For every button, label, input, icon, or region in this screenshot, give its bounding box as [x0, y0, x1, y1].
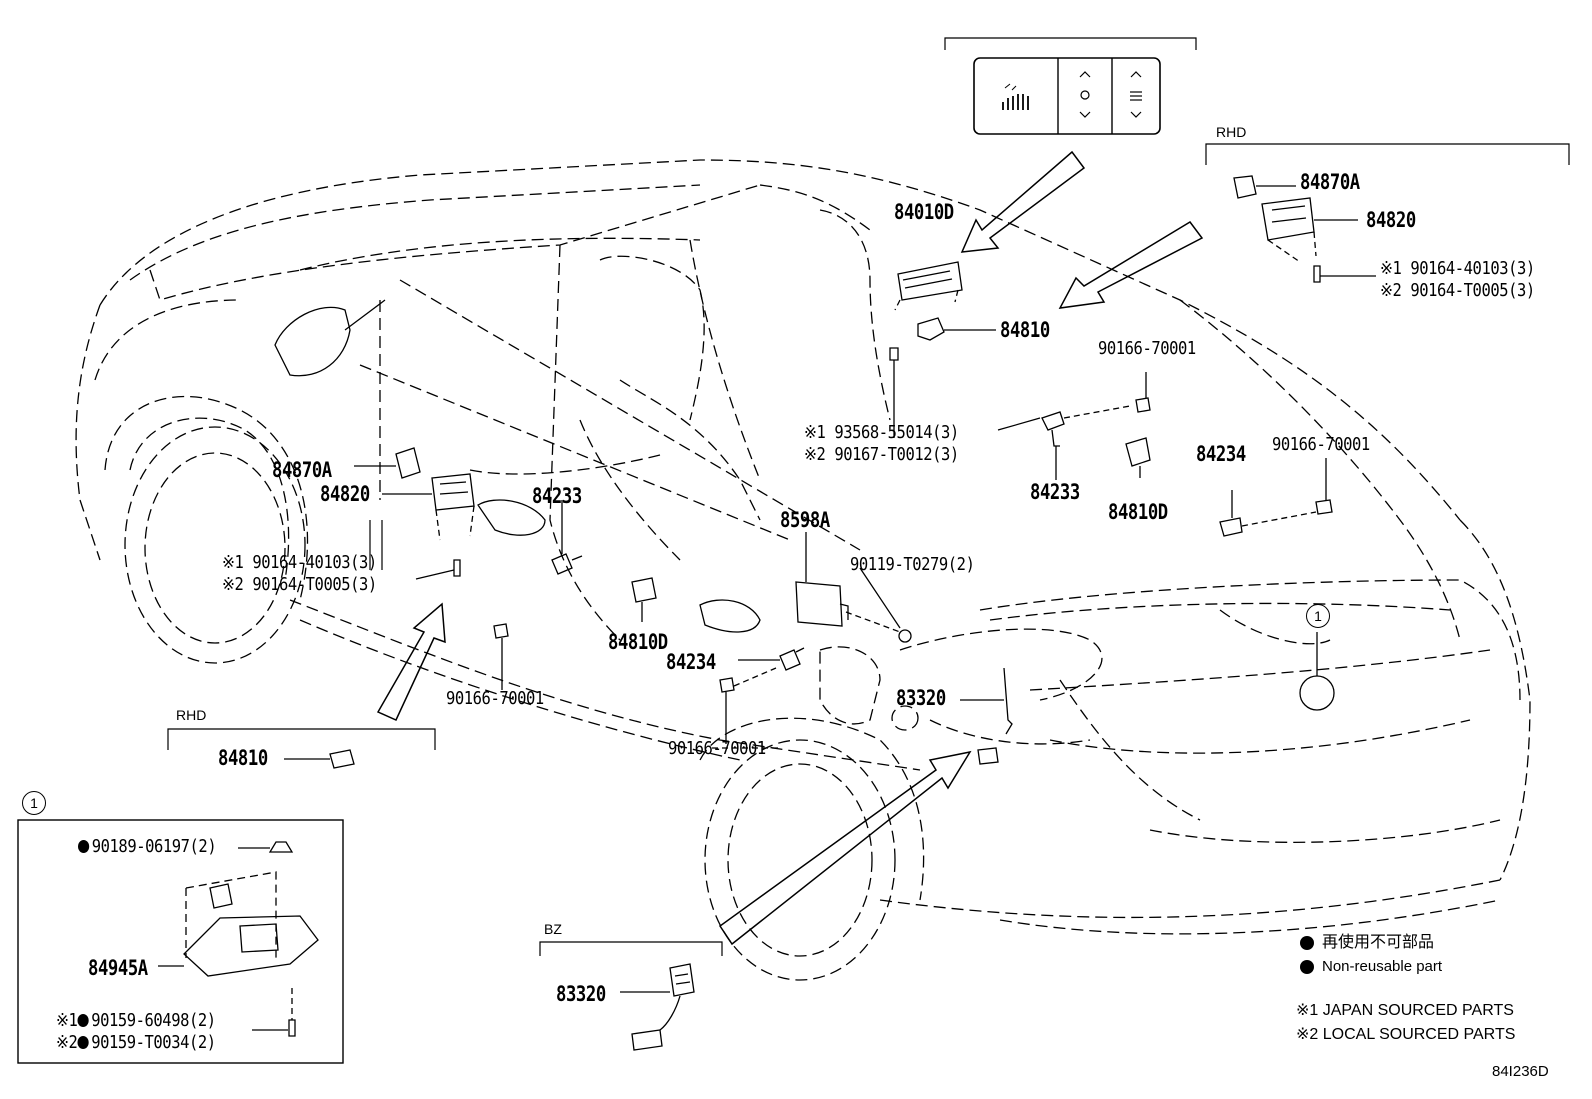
label-84945A: 84945A	[88, 956, 148, 980]
switch-panel-bracket	[944, 37, 1197, 50]
diagram-code: 84I236D	[1492, 1063, 1549, 1080]
non-reusable-dot	[77, 1014, 89, 1027]
rear-defrost-icon	[1130, 71, 1142, 118]
label-84810D-left: 84810D	[608, 630, 668, 654]
label-90159-2-prefix: ※2	[56, 1032, 78, 1053]
part-84233-right	[1041, 405, 1131, 480]
non-reusable-dot	[77, 1036, 89, 1049]
inset-box	[17, 819, 344, 1064]
label-84234-right: 84234	[1196, 442, 1246, 466]
label-93568-1: ※1 93568-55014(3)	[804, 422, 959, 443]
part-84010D	[894, 261, 963, 311]
screw-90166-a	[1135, 372, 1151, 413]
label-90159-1-text: 90159-60498(2)	[91, 1010, 216, 1031]
legend-note-2: ※2 LOCAL SOURCED PARTS	[1296, 1026, 1516, 1043]
label-84233-left: 84233	[532, 484, 582, 508]
label-ref-rhd-1: ※1 90164-40103(3)	[1380, 258, 1535, 279]
label-90159-1-prefix: ※1	[56, 1010, 78, 1031]
car-outline	[75, 159, 1531, 981]
screw-90166-d	[719, 667, 777, 744]
label-84870A-left: 84870A	[272, 458, 332, 482]
rhd-bracket-bottom	[167, 728, 436, 750]
legend-note-1: ※1 JAPAN SOURCED PARTS	[1296, 1002, 1514, 1019]
arrow-to-84010D	[960, 150, 1086, 253]
part-83320-bz	[620, 963, 695, 1051]
arrow-to-front-door	[376, 602, 446, 721]
trunk-opener-marker	[1299, 632, 1335, 711]
screw-90164-left	[453, 559, 461, 577]
label-84810-bottom: 84810	[218, 746, 268, 770]
label-90119: 90119-T0279(2)	[850, 554, 975, 575]
part-8598A	[795, 532, 901, 633]
legend-jp: 再使用不可部品	[1322, 934, 1435, 951]
part-84820-rhd	[1261, 197, 1358, 263]
part-84233-left	[551, 500, 583, 575]
label-84810-top: 84810	[1000, 318, 1050, 342]
switch-panel	[973, 57, 1161, 135]
screw-90164-rhd	[1313, 265, 1376, 283]
part-84810D-left	[631, 577, 657, 622]
screw-93568	[889, 347, 899, 438]
legend-en: Non-reusable part	[1322, 958, 1443, 975]
label-90166-a: 90166-70001	[1098, 338, 1196, 359]
label-84820-left: 84820	[320, 482, 370, 506]
label-ref-left-2: ※2 90164-T0005(3)	[222, 574, 377, 595]
label-90189-text: 90189-06197(2)	[91, 836, 217, 857]
label-90166-c: 90166-70001	[446, 688, 544, 709]
label-90189: 90189-06197(2)	[78, 836, 217, 857]
part-83320-main	[960, 667, 1013, 765]
part-84810-top	[917, 317, 945, 341]
label-90159-2: ※2 90159-T0034(2)	[56, 1034, 216, 1052]
rhd-bracket-top	[1205, 143, 1570, 165]
label-84234-left: 84234	[666, 650, 716, 674]
label-ref-left-1: ※1 90164-40103(3)	[222, 552, 377, 573]
label-84870A-rhd: 84870A	[1300, 170, 1360, 194]
fan-icon	[1079, 71, 1091, 118]
label-83320-bz: 83320	[556, 982, 606, 1006]
label-90166-b: 90166-70001	[1272, 434, 1370, 455]
label-90166-d: 90166-70001	[668, 738, 766, 759]
label-rhd-top: RHD	[1216, 124, 1247, 140]
part-84870A-left	[354, 447, 421, 479]
arrow-to-fuel	[718, 750, 972, 946]
callout-1-main: 1	[1306, 604, 1330, 628]
screw-90119	[859, 567, 912, 643]
label-84810D-right: 84810D	[1108, 500, 1168, 524]
part-84945A	[158, 841, 319, 1037]
legend-dot-en	[1300, 960, 1314, 974]
non-reusable-dot	[78, 840, 90, 853]
seat-heater-icon	[1002, 83, 1029, 110]
label-ref-rhd-2: ※2 90164-T0005(3)	[1380, 280, 1535, 301]
label-84233-right: 84233	[1030, 480, 1080, 504]
label-84010D: 84010D	[894, 200, 954, 224]
label-93568-2: ※2 90167-T0012(3)	[804, 444, 959, 465]
label-90159-2-text: 90159-T0034(2)	[91, 1032, 216, 1053]
part-84870A-rhd	[1233, 175, 1296, 199]
bz-bracket	[539, 941, 723, 956]
legend-dot-jp	[1300, 936, 1314, 950]
screw-90166-c	[493, 623, 509, 690]
label-90159-1: ※1 90159-60498(2)	[56, 1012, 216, 1030]
screw-90166-b	[1315, 458, 1333, 515]
label-bz: BZ	[544, 921, 562, 937]
part-84810-bottom	[284, 749, 355, 769]
leader-lines	[369, 329, 1041, 749]
label-83320-main: 83320	[896, 686, 946, 710]
part-84234-right	[1219, 490, 1317, 537]
label-84820-rhd: 84820	[1366, 208, 1416, 232]
label-8598A: 8598A	[780, 508, 830, 532]
part-84810D-right	[1125, 437, 1151, 478]
arrow-to-84810	[1058, 221, 1204, 309]
label-rhd-bottom: RHD	[176, 707, 207, 723]
callout-1-box: 1	[22, 791, 46, 815]
part-84234-left	[738, 647, 805, 671]
part-84820-left	[382, 473, 475, 541]
